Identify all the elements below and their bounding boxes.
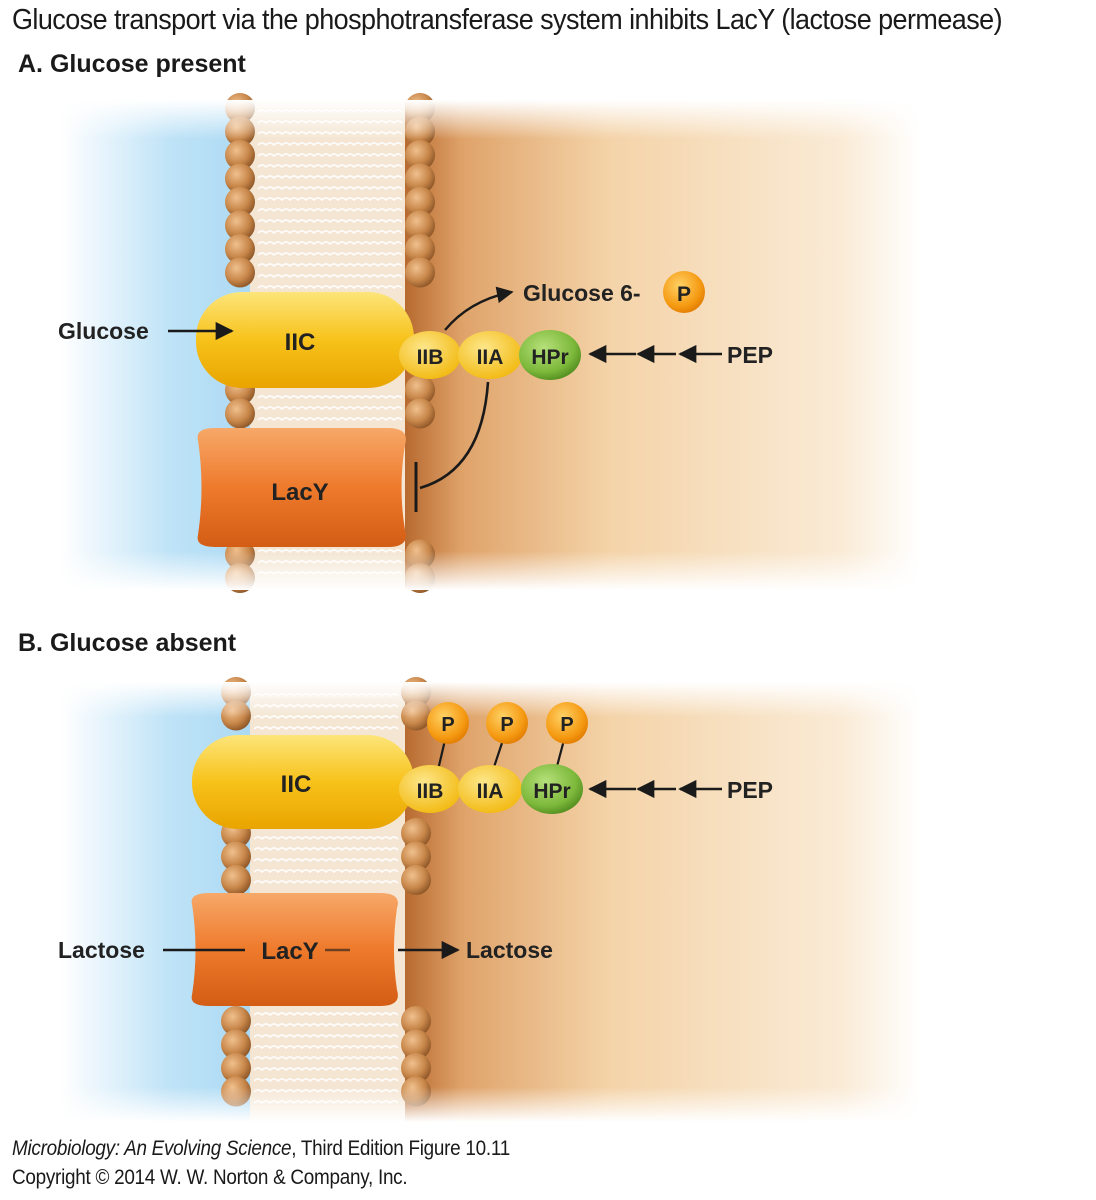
lacy-transporter-b: LacY: [191, 893, 398, 1006]
panel-a-heading: A. Glucose present: [18, 50, 246, 78]
glucose-label: Glucose: [58, 318, 149, 344]
iic-transporter-a: IIC: [196, 292, 414, 388]
iic-label-b: IIC: [281, 771, 312, 798]
hpr-protein-a: HPr: [519, 330, 581, 380]
panel-b-heading: B. Glucose absent: [18, 629, 237, 657]
pep-label-a: PEP: [727, 342, 773, 368]
inhibition-line: [419, 381, 490, 490]
iic-transporter-b: IIC: [192, 735, 414, 829]
svg-text:IIB: IIB: [417, 780, 444, 803]
svg-text:IIA: IIA: [477, 780, 504, 803]
svg-text:P: P: [677, 283, 691, 306]
svg-text:HPr: HPr: [533, 780, 570, 803]
iia-protein-b: IIA: [458, 765, 522, 813]
figure-caption-copyright: Copyright © 2014 W. W. Norton & Company,…: [12, 1166, 408, 1189]
phosphate-on-hpr: P: [546, 702, 588, 744]
svg-text:P: P: [441, 714, 454, 736]
phosphate-on-iib: P: [427, 702, 469, 744]
svg-text:P: P: [500, 714, 513, 736]
glucose-6-label: Glucose 6-: [523, 280, 641, 306]
phosphate-a-product: P: [663, 271, 705, 313]
panel-b-membrane: [60, 677, 920, 1122]
lacy-label-b: LacY: [261, 938, 318, 965]
svg-text:IIB: IIB: [417, 346, 444, 369]
iia-protein-a: IIA: [458, 331, 522, 379]
figure-caption-source: Microbiology: An Evolving Science, Third…: [12, 1137, 510, 1160]
iib-protein-b: IIB: [399, 765, 461, 813]
phosphorylation-arrow: [444, 286, 514, 331]
lactose-inside-label: Lactose: [466, 937, 553, 963]
lacy-transporter-a: LacY: [197, 428, 406, 547]
svg-text:P: P: [560, 714, 573, 736]
figure-title: Glucose transport via the phosphotransfe…: [12, 4, 1003, 36]
phosphate-on-iia: P: [486, 702, 528, 744]
lacy-label-a: LacY: [271, 479, 328, 506]
svg-text:HPr: HPr: [531, 346, 568, 369]
lactose-outside-label: Lactose: [58, 937, 145, 963]
svg-text:IIA: IIA: [477, 346, 504, 369]
pep-label-b: PEP: [727, 777, 773, 803]
iic-label-a: IIC: [285, 329, 316, 356]
hpr-protein-b: HPr: [521, 764, 583, 814]
iib-protein-a: IIB: [399, 331, 461, 379]
